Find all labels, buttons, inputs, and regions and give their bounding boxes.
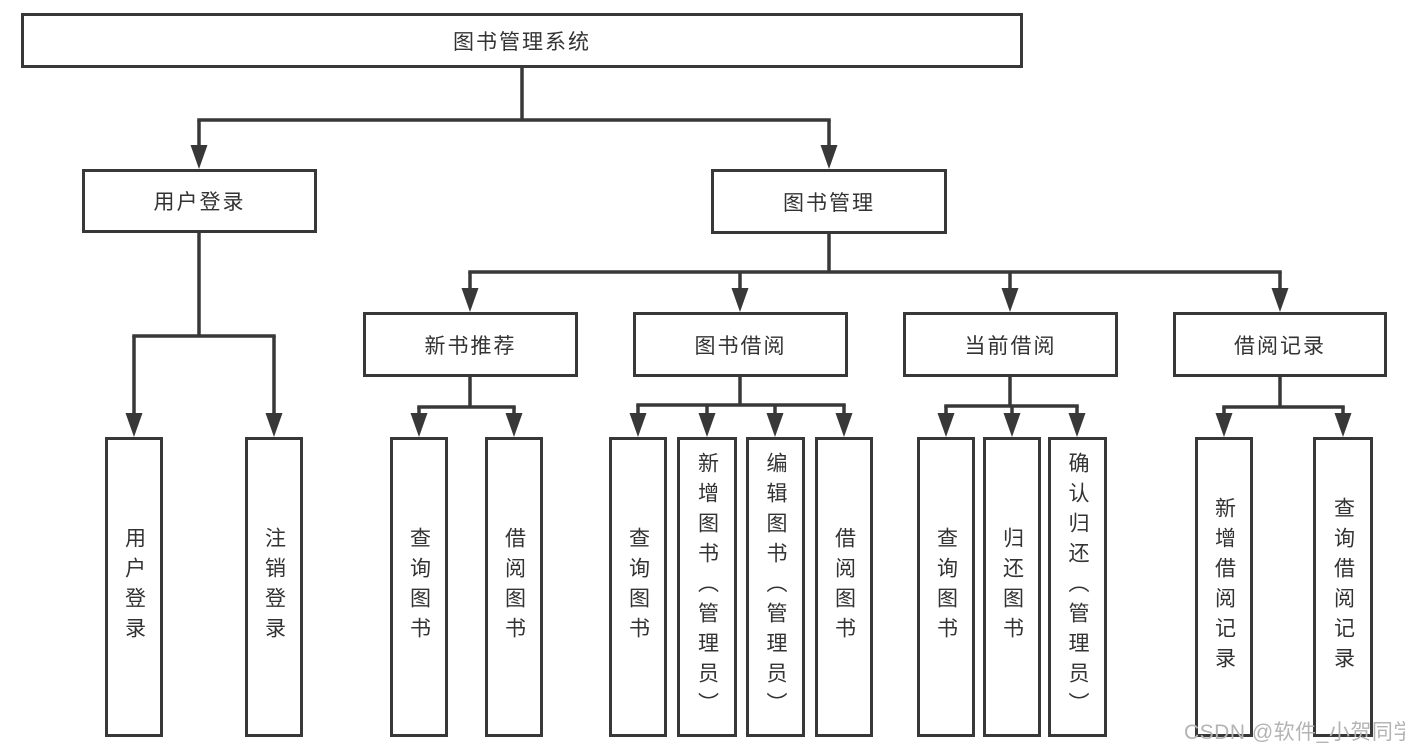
leaf-borrow-edit-books-admin: 编辑图书（管理员） [746, 437, 805, 737]
leaf-current-query-books: 查询图书 [917, 437, 975, 737]
leaf-current-confirm-return-admin-label: 确认归还（管理员） [1066, 452, 1089, 722]
node-current-borrow: 当前借阅 [903, 312, 1118, 377]
leaf-recommend-borrow-books-label: 借阅图书 [502, 527, 526, 647]
leaf-recommend-borrow-books: 借阅图书 [485, 437, 543, 737]
node-user-login-label: 用户登录 [153, 191, 246, 214]
leaf-current-return-books-label: 归还图书 [1000, 527, 1024, 647]
leaf-current-return-books: 归还图书 [983, 437, 1041, 737]
leaf-current-query-books-label: 查询图书 [934, 527, 958, 647]
node-book-management: 图书管理 [711, 169, 947, 234]
leaf-borrow-add-books-admin-label: 新增图书（管理员） [695, 452, 719, 722]
leaf-borrow-query-books-label: 查询图书 [626, 527, 650, 647]
leaf-records-query-record-label: 查询借阅记录 [1331, 497, 1355, 677]
node-new-book-recommend: 新书推荐 [363, 312, 578, 377]
leaf-user-login-label: 用户登录 [122, 527, 146, 647]
watermark: CSDN @软件_小贺同学 [1184, 721, 1405, 744]
leaf-recommend-query-books-label: 查询图书 [407, 527, 431, 647]
leaf-current-confirm-return-admin: 确认归还（管理员） [1048, 437, 1107, 737]
node-book-borrow: 图书借阅 [633, 312, 848, 377]
node-root: 图书管理系统 [21, 13, 1023, 68]
node-new-book-recommend-label: 新书推荐 [424, 334, 517, 358]
leaf-recommend-query-books: 查询图书 [390, 437, 448, 737]
leaf-user-login: 用户登录 [105, 437, 163, 737]
leaf-borrow-borrow-books-label: 借阅图书 [832, 527, 856, 647]
leaf-records-add-record-label: 新增借阅记录 [1212, 497, 1236, 677]
leaf-borrow-edit-books-admin-label: 编辑图书（管理员） [764, 452, 787, 722]
leaf-borrow-add-books-admin: 新增图书（管理员） [677, 437, 737, 737]
leaf-records-add-record: 新增借阅记录 [1195, 437, 1253, 737]
leaf-records-query-record: 查询借阅记录 [1313, 437, 1373, 737]
node-borrow-records-label: 借阅记录 [1234, 334, 1326, 358]
leaf-borrow-query-books: 查询图书 [609, 437, 667, 737]
node-book-borrow-label: 图书借阅 [694, 334, 787, 358]
leaf-logout-label: 注销登录 [262, 527, 286, 647]
node-current-borrow-label: 当前借阅 [964, 334, 1057, 358]
leaf-borrow-borrow-books: 借阅图书 [815, 437, 873, 737]
node-user-login: 用户登录 [82, 169, 317, 233]
leaf-logout: 注销登录 [245, 437, 303, 737]
node-borrow-records: 借阅记录 [1173, 312, 1387, 377]
node-book-management-label: 图书管理 [783, 191, 875, 215]
node-root-label: 图书管理系统 [453, 30, 591, 54]
